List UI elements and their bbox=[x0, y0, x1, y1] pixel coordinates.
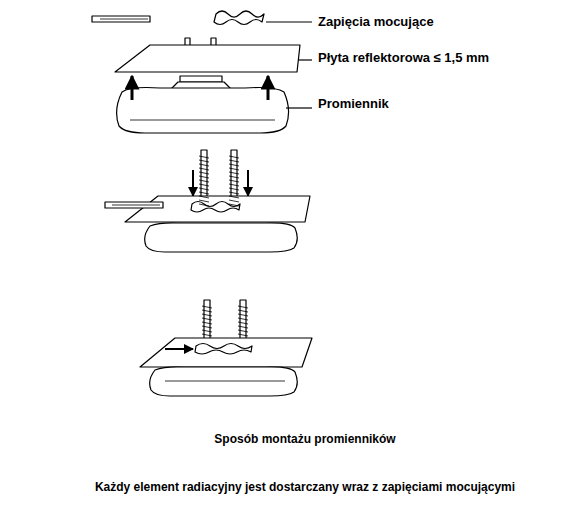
thread-stroke bbox=[229, 184, 239, 186]
thread-stroke bbox=[202, 334, 212, 336]
thread-stroke bbox=[229, 172, 239, 174]
thread-stroke bbox=[229, 160, 239, 162]
thread-stroke bbox=[202, 330, 212, 332]
thread-stroke bbox=[199, 160, 209, 162]
mounting-tool bbox=[105, 202, 163, 208]
thread-stroke bbox=[229, 168, 239, 170]
thread-stroke bbox=[199, 196, 209, 198]
step-3 bbox=[140, 300, 312, 396]
thread-stroke bbox=[199, 164, 209, 166]
reflector-plate bbox=[125, 196, 310, 222]
step-2 bbox=[105, 150, 310, 252]
thread-stroke bbox=[199, 172, 209, 174]
leader-line bbox=[298, 59, 312, 60]
thread-stroke bbox=[199, 184, 209, 186]
thread-stroke bbox=[199, 188, 209, 190]
thread-stroke bbox=[199, 156, 209, 158]
mounting-tool bbox=[92, 16, 150, 22]
thread-stroke bbox=[202, 310, 212, 312]
thread-stroke bbox=[199, 180, 209, 182]
thread-stroke bbox=[199, 200, 209, 202]
thread-stroke bbox=[238, 314, 248, 316]
reflector-plate bbox=[115, 45, 300, 72]
caption: Sposób montażu promienników bbox=[214, 432, 395, 446]
thread-stroke bbox=[238, 306, 248, 308]
radiator bbox=[150, 367, 298, 396]
thread-stroke bbox=[238, 310, 248, 312]
mounting-clip bbox=[195, 344, 252, 355]
thread-stroke bbox=[229, 192, 239, 194]
thread-stroke bbox=[202, 326, 212, 328]
radiator bbox=[145, 223, 298, 252]
thread-stroke bbox=[238, 326, 248, 328]
thread-stroke bbox=[229, 176, 239, 178]
thread-stroke bbox=[199, 168, 209, 170]
mounting-clip bbox=[214, 11, 264, 25]
step-1 bbox=[92, 11, 312, 133]
thread-stroke bbox=[229, 180, 239, 182]
thread-stroke bbox=[202, 322, 212, 324]
mounting-clip bbox=[191, 202, 240, 213]
thread-stroke bbox=[199, 176, 209, 178]
part-label: Zapięcia mocujące bbox=[318, 14, 434, 30]
thread-stroke bbox=[202, 314, 212, 316]
thread-stroke bbox=[229, 156, 239, 158]
thread-stroke bbox=[238, 318, 248, 320]
thread-stroke bbox=[238, 322, 248, 324]
thread-stroke bbox=[229, 164, 239, 166]
thread-stroke bbox=[202, 318, 212, 320]
thread-stroke bbox=[229, 188, 239, 190]
thread-stroke bbox=[238, 334, 248, 336]
part-label: Płyta reflektorowa ≤ 1,5 mm bbox=[318, 50, 489, 66]
thread-stroke bbox=[202, 306, 212, 308]
leader-line bbox=[266, 21, 312, 22]
radiator bbox=[117, 88, 289, 134]
thread-stroke bbox=[229, 204, 239, 206]
part-label: Promiennik bbox=[318, 96, 389, 112]
reflector-plate bbox=[140, 338, 312, 367]
thread-stroke bbox=[229, 196, 239, 198]
thread-stroke bbox=[238, 330, 248, 332]
thread-stroke bbox=[199, 192, 209, 194]
thread-stroke bbox=[199, 204, 209, 206]
leader-line bbox=[286, 107, 312, 108]
note-text: Każdy element radiacyjny jest dostarczan… bbox=[95, 480, 515, 494]
thread-stroke bbox=[229, 200, 239, 202]
